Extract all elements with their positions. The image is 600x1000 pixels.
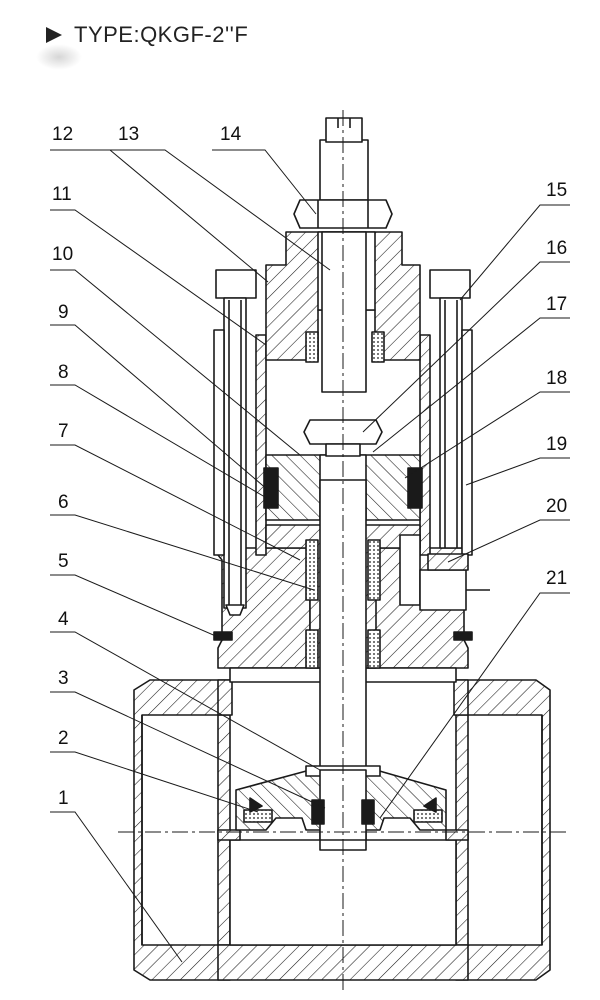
label-14: 14 [220,124,242,145]
seal-top-right [371,331,385,363]
seal-top-left [305,331,319,363]
label-7: 7 [58,421,69,442]
label-17: 17 [546,294,567,315]
label-4: 4 [58,609,69,630]
label-9: 9 [58,302,69,323]
label-16: 16 [546,238,567,259]
label-12: 12 [52,124,73,145]
label-10: 10 [52,244,73,265]
header-shadow [36,44,82,70]
label-6: 6 [58,492,69,513]
label-20: 20 [546,496,567,517]
label-3: 3 [58,668,69,689]
play-triangle-icon [46,27,62,43]
valve-body [133,679,551,981]
label-19: 19 [546,434,567,455]
part-labels: 12 13 14 11 10 9 8 7 6 5 4 3 2 1 15 16 1… [52,124,567,809]
cylinder-walls [255,334,431,556]
tie-rods [213,269,473,616]
label-21: 21 [546,568,567,589]
valve-disc [235,765,447,841]
label-15: 15 [546,180,567,201]
label-2: 2 [58,728,69,749]
label-13: 13 [118,124,139,145]
center-lines [118,110,570,990]
header: TYPE:QKGF-2''F [46,18,248,52]
leader-lines [50,149,570,963]
label-11: 11 [52,184,72,205]
label-18: 18 [546,368,567,389]
label-1: 1 [58,788,69,809]
label-8: 8 [58,362,69,383]
label-5: 5 [58,551,69,572]
page-title: TYPE:QKGF-2''F [74,22,249,47]
